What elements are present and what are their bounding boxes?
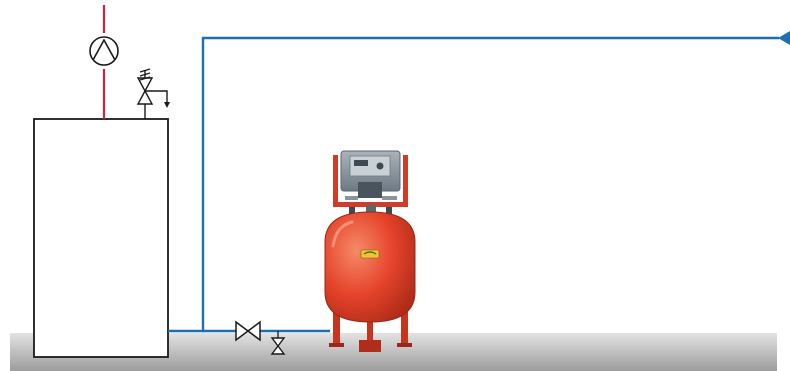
return-pipe (168, 36, 779, 333)
boiler-body (33, 118, 169, 358)
vessel-drain-base (359, 340, 381, 352)
circulation-pump-icon (89, 36, 119, 66)
pressure-control-unit (333, 150, 408, 217)
vessel-leg-right (401, 306, 408, 346)
gate-valve-icon (235, 320, 261, 342)
vessel-nameplate (360, 249, 380, 259)
control-pipe-left (345, 196, 358, 200)
vessel-fitting-right (386, 207, 392, 215)
return-flow-arrow-icon (778, 31, 790, 45)
control-pipe-right (382, 196, 397, 200)
vessel-leg-left (333, 306, 340, 346)
vessel-fitting-left (349, 207, 355, 215)
nameplate-logo (363, 251, 377, 255)
safety-relief-valve-icon (136, 68, 170, 119)
control-display (354, 160, 368, 166)
supply-line (89, 5, 119, 119)
control-motor (358, 182, 382, 198)
vessel-body (324, 211, 416, 323)
control-knob (376, 162, 384, 170)
control-frame-bottom (333, 202, 408, 207)
vessel-fitting-center (366, 205, 376, 217)
pressurized-expansion-vessel (324, 211, 416, 352)
vessel-foot-left (329, 343, 344, 347)
boiler-tank (33, 118, 169, 358)
control-frame-left (333, 155, 338, 207)
vessel-drain-stem (367, 312, 373, 342)
vessel-highlight (331, 220, 354, 248)
control-frame-right (403, 155, 408, 207)
vessel-foot-right (397, 343, 412, 347)
drain-valve-icon (270, 331, 286, 355)
return-line (168, 31, 790, 333)
